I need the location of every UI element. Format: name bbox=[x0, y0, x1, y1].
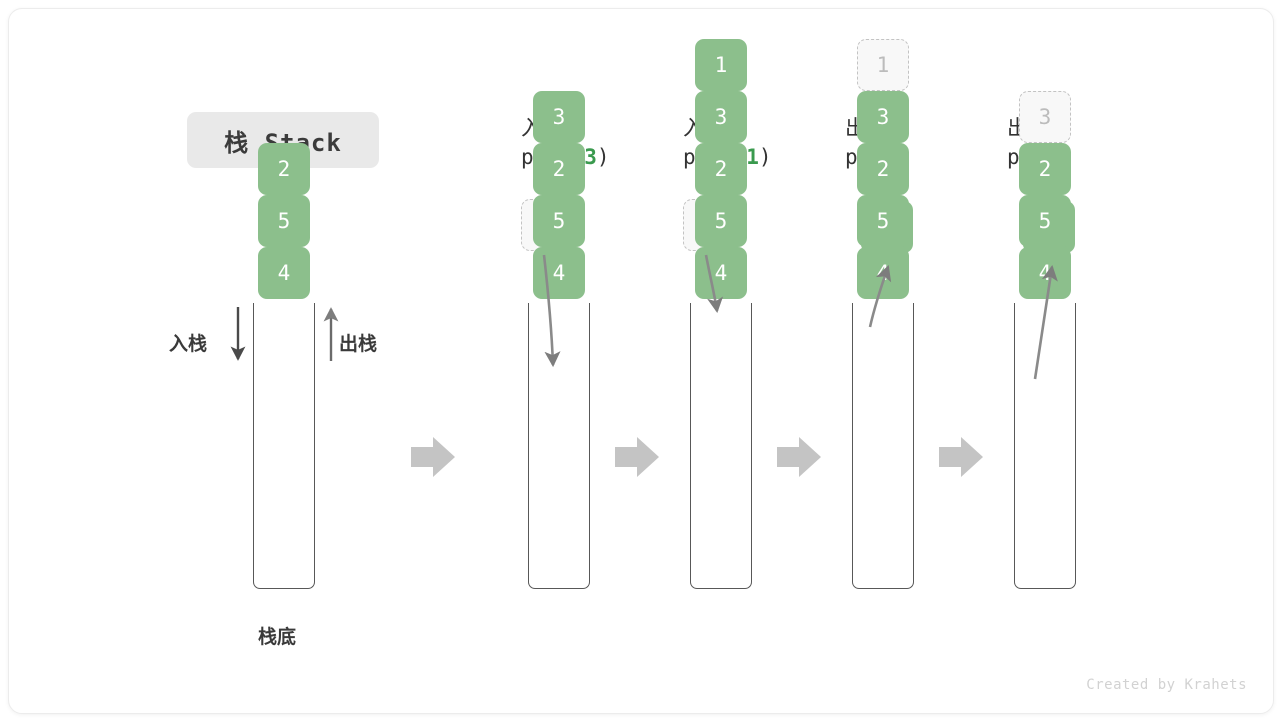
stack-cell: 2 bbox=[695, 143, 747, 195]
stack-cells: 1 3 2 5 4 bbox=[857, 39, 909, 299]
stack-cell: 5 bbox=[258, 195, 310, 247]
stack-cell: 2 bbox=[857, 143, 909, 195]
stack-cell: 4 bbox=[258, 247, 310, 299]
cell-value: 2 bbox=[714, 157, 728, 181]
stack-cell: 4 bbox=[1019, 247, 1071, 299]
stack-tube bbox=[852, 303, 914, 589]
stack-cell: 5 bbox=[1019, 195, 1071, 247]
cell-value: 2 bbox=[1038, 157, 1052, 181]
stack-tube bbox=[253, 303, 315, 589]
stack-cell: 3 bbox=[857, 91, 909, 143]
label-push-side: 入栈 bbox=[169, 333, 208, 355]
label-stack-bottom: 栈底 bbox=[258, 626, 297, 648]
cell-value: 2 bbox=[552, 157, 566, 181]
stack-cell: 1 bbox=[695, 39, 747, 91]
stack-cells: 3 2 5 4 bbox=[1019, 91, 1071, 299]
stack-cells: 3 2 5 4 bbox=[533, 91, 585, 299]
code-suffix: ) bbox=[758, 145, 772, 170]
step-arrow-2 bbox=[615, 437, 659, 477]
cell-value: 1 bbox=[876, 53, 890, 77]
stack-tube bbox=[690, 303, 752, 589]
step-arrow-3 bbox=[777, 437, 821, 477]
cell-value: 4 bbox=[876, 261, 890, 285]
label-pop-side: 出栈 bbox=[339, 333, 378, 355]
cell-value: 2 bbox=[277, 157, 291, 181]
stack-cell: 2 bbox=[533, 143, 585, 195]
stack-cell: 4 bbox=[695, 247, 747, 299]
step-arrow-1 bbox=[411, 437, 455, 477]
stack-cell: 2 bbox=[1019, 143, 1071, 195]
stack-cell: 3 bbox=[695, 91, 747, 143]
cell-value: 5 bbox=[277, 209, 291, 233]
stack-cell-ghost: 3 bbox=[1019, 91, 1071, 143]
cell-value: 4 bbox=[1038, 261, 1052, 285]
credit-text: Created by Krahets bbox=[1086, 677, 1247, 693]
stack-cell: 4 bbox=[857, 247, 909, 299]
step-arrow-4 bbox=[939, 437, 983, 477]
cell-value: 5 bbox=[552, 209, 566, 233]
stack-cells: 2 5 4 bbox=[258, 143, 310, 299]
stack-tube bbox=[528, 303, 590, 589]
cell-value: 5 bbox=[1038, 209, 1052, 233]
cell-value: 5 bbox=[714, 209, 728, 233]
cell-value: 5 bbox=[876, 209, 890, 233]
code-suffix: ) bbox=[596, 145, 610, 170]
diagram-stage: 栈 Stack 栈顶 栈底 入栈 出栈 入栈 push(3) 入栈 push(1… bbox=[9, 9, 1273, 713]
stack-cell: 3 bbox=[533, 91, 585, 143]
stack-cell: 4 bbox=[533, 247, 585, 299]
code-arg: 3 bbox=[584, 145, 597, 170]
cell-value: 3 bbox=[876, 105, 890, 129]
stack-cell-ghost: 1 bbox=[857, 39, 909, 91]
cell-value: 2 bbox=[876, 157, 890, 181]
cell-value: 4 bbox=[552, 261, 566, 285]
cell-value: 3 bbox=[1038, 105, 1052, 129]
stack-cell: 2 bbox=[258, 143, 310, 195]
code-arg: 1 bbox=[746, 145, 759, 170]
stack-tube bbox=[1014, 303, 1076, 589]
cell-value: 3 bbox=[714, 105, 728, 129]
stack-cell: 5 bbox=[695, 195, 747, 247]
cell-value: 4 bbox=[714, 261, 728, 285]
cell-value: 1 bbox=[714, 53, 728, 77]
diagram-card: 栈 Stack 栈顶 栈底 入栈 出栈 入栈 push(3) 入栈 push(1… bbox=[8, 8, 1274, 714]
stack-cell: 5 bbox=[857, 195, 909, 247]
cell-value: 3 bbox=[552, 105, 566, 129]
stack-cells: 1 3 2 5 4 bbox=[695, 39, 747, 299]
stack-cell: 5 bbox=[533, 195, 585, 247]
cell-value: 4 bbox=[277, 261, 291, 285]
